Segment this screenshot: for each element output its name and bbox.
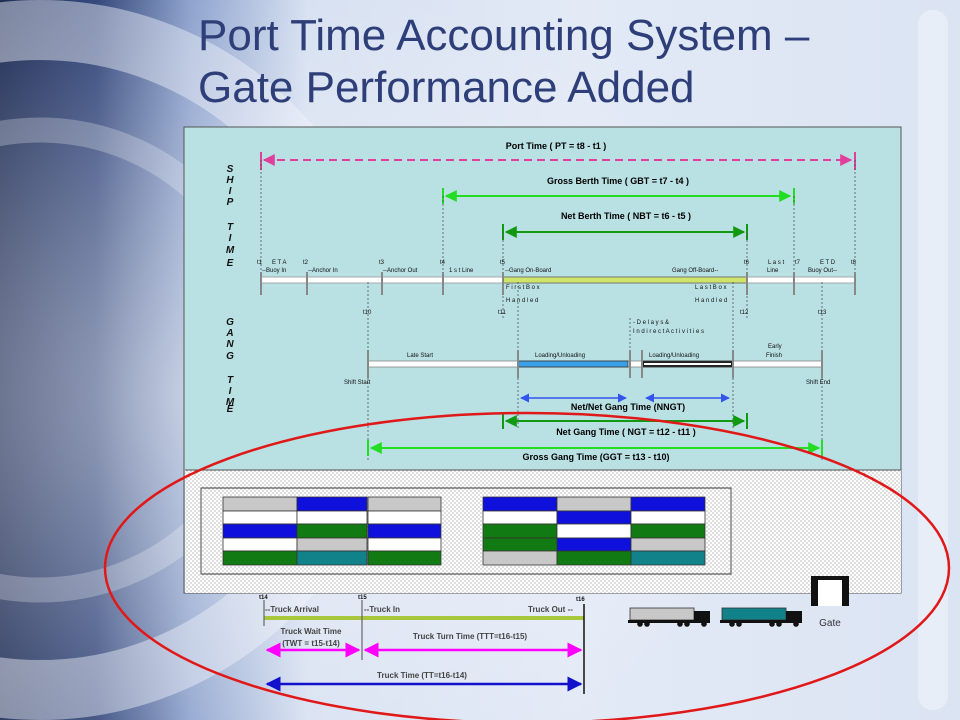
- t13-label: t13: [818, 310, 827, 316]
- net-berth-time-label: Net Berth Time ( NBT = t6 - t5 ): [561, 211, 691, 221]
- svg-text:I: I: [229, 233, 232, 244]
- title-line-1: Port Time Accounting System –: [198, 11, 810, 60]
- gate-label: Gate: [819, 618, 841, 629]
- eta-label: E T A: [272, 260, 286, 266]
- truck-event-labels: --Truck Arrival --Truck In Truck Out --: [265, 605, 573, 614]
- ship-timeline: [260, 272, 856, 295]
- container-stack-2: [367, 496, 442, 566]
- loading-unloading-label-2: Loading/Unloading: [649, 353, 699, 359]
- gang-timeline: [367, 350, 823, 378]
- svg-text:N: N: [226, 339, 234, 350]
- anchor-out-label: --Anchor Out: [383, 268, 418, 274]
- t16-label: t16: [576, 597, 585, 603]
- gross-berth-time-label: Gross Berth Time ( GBT = t7 - t4 ): [547, 176, 689, 186]
- buoy-out-label: Buoy Out--: [808, 268, 837, 274]
- shift-end-label: Shift End: [806, 380, 830, 386]
- svg-text:T: T: [227, 222, 234, 233]
- truck-in-label: --Truck In: [364, 605, 400, 614]
- gate-icon: [811, 576, 849, 606]
- svg-text:M: M: [226, 245, 235, 256]
- svg-text:I: I: [229, 186, 232, 197]
- svg-text:S: S: [227, 164, 234, 175]
- t12-label: t12: [740, 310, 749, 316]
- early-label: Early: [768, 344, 782, 350]
- box-handled-labels: F i r s t B o x H a n d l e d L a s t B …: [506, 285, 727, 304]
- net-gang-time-label: Net Gang Time ( NGT = t12 - t11 ): [556, 427, 696, 437]
- t15-label: t15: [358, 595, 367, 601]
- truck-wait-time-label-2: (TWT = t15-t14): [282, 639, 340, 648]
- truck-arrival-label: --Truck Arrival: [265, 605, 319, 614]
- gate-performance-highlight-ellipse: [103, 411, 951, 720]
- truck-time-label: Truck Time (TT=t16-t14): [377, 671, 467, 680]
- svg-text:T: T: [227, 375, 234, 386]
- gang-on-board-label: --Gang On-Board: [505, 268, 551, 274]
- ship-t-labels: t1 t2 t3 t4 t5 t6 t7 t8: [257, 260, 857, 266]
- t8-label: t8: [851, 260, 857, 266]
- t7-label: t7: [795, 260, 801, 266]
- t6-label: t6: [744, 260, 750, 266]
- anchor-in-label: --Anchor In: [308, 268, 338, 274]
- loading-unloading-label-1: Loading/Unloading: [535, 353, 585, 359]
- port-time-label: Port Time ( PT = t8 - t1 ): [506, 141, 607, 151]
- t10-label: t10: [363, 310, 372, 316]
- svg-text:E: E: [227, 404, 234, 415]
- t5-label: t5: [500, 260, 506, 266]
- late-start-label: Late Start: [407, 353, 433, 359]
- line-label: Line: [767, 268, 779, 274]
- svg-text:G: G: [226, 317, 234, 328]
- truck-turn-time-label: Truck Turn Time (TTT=t16-t15): [413, 632, 528, 641]
- truck-timeline-bar: [264, 616, 584, 620]
- t1-label: t1: [257, 260, 263, 266]
- shift-start-label: Shift Start: [344, 380, 371, 386]
- first-box-label: F i r s t B o x: [506, 285, 540, 291]
- truck-out-label: Truck Out --: [528, 605, 573, 614]
- truck-icon-grey: [628, 607, 710, 627]
- t14-label: t14: [259, 595, 268, 601]
- svg-text:I: I: [229, 386, 232, 397]
- slide-title: Port Time Accounting System – Gate Perfo…: [198, 10, 938, 114]
- title-line-2: Gate Performance Added: [198, 63, 695, 112]
- ship-time-side-label: S H I P T I M E: [226, 164, 235, 269]
- ship-event-labels: E T A E T D L a s t --Buoy In --Anchor I…: [262, 260, 837, 274]
- first-handled-label: H a n d l e d: [506, 298, 538, 304]
- first-line-label: 1 s t Line: [449, 268, 474, 274]
- gang-labels: - D e l a y s & I n d i r e c t A c t i …: [344, 320, 830, 386]
- truck-t-labels: t14 t15 t16: [259, 595, 585, 603]
- truck-wait-time-label-1: Truck Wait Time: [281, 627, 342, 636]
- svg-text:G: G: [226, 351, 234, 362]
- container-stack-3: [482, 496, 706, 566]
- truck-icon-teal: [720, 607, 802, 627]
- svg-text:M: M: [226, 397, 235, 408]
- truck-time-labels: Truck Wait Time (TWT = t15-t14) Truck Tu…: [281, 627, 528, 680]
- etd-label: E T D: [820, 260, 836, 266]
- container-stack-1: [222, 496, 368, 566]
- last-box-label: L a s t B o x: [695, 285, 726, 291]
- t4-label: t4: [440, 260, 446, 266]
- t2-label: t2: [303, 260, 309, 266]
- last-label: L a s t: [768, 260, 784, 266]
- gross-gang-time-label: Gross Gang Time (GGT = t13 - t10): [522, 452, 669, 462]
- container-yard-frame: [200, 487, 732, 575]
- net-net-gang-time-label: Net/Net Gang Time (NNGT): [571, 402, 685, 412]
- svg-text:H: H: [226, 175, 234, 186]
- gang-t-labels: t10 t11 t12 t13: [363, 310, 827, 316]
- svg-text:P: P: [227, 197, 234, 208]
- indirect-activities-label: I n d i r e c t A c t i v i t i e s: [633, 329, 704, 335]
- t3-label: t3: [379, 260, 385, 266]
- finish-label: Finish: [766, 353, 782, 359]
- gang-off-board-label: Gang Off-Board--: [672, 268, 718, 274]
- gang-time-side-label: G A N G T I M E: [225, 317, 234, 415]
- svg-text:A: A: [225, 328, 233, 339]
- svg-text:E: E: [227, 258, 234, 269]
- last-handled-label: H a n d l e d: [695, 298, 727, 304]
- t11-label: t11: [498, 310, 507, 316]
- buoy-in-label: --Buoy In: [262, 268, 286, 274]
- delays-label: - D e l a y s &: [633, 320, 669, 326]
